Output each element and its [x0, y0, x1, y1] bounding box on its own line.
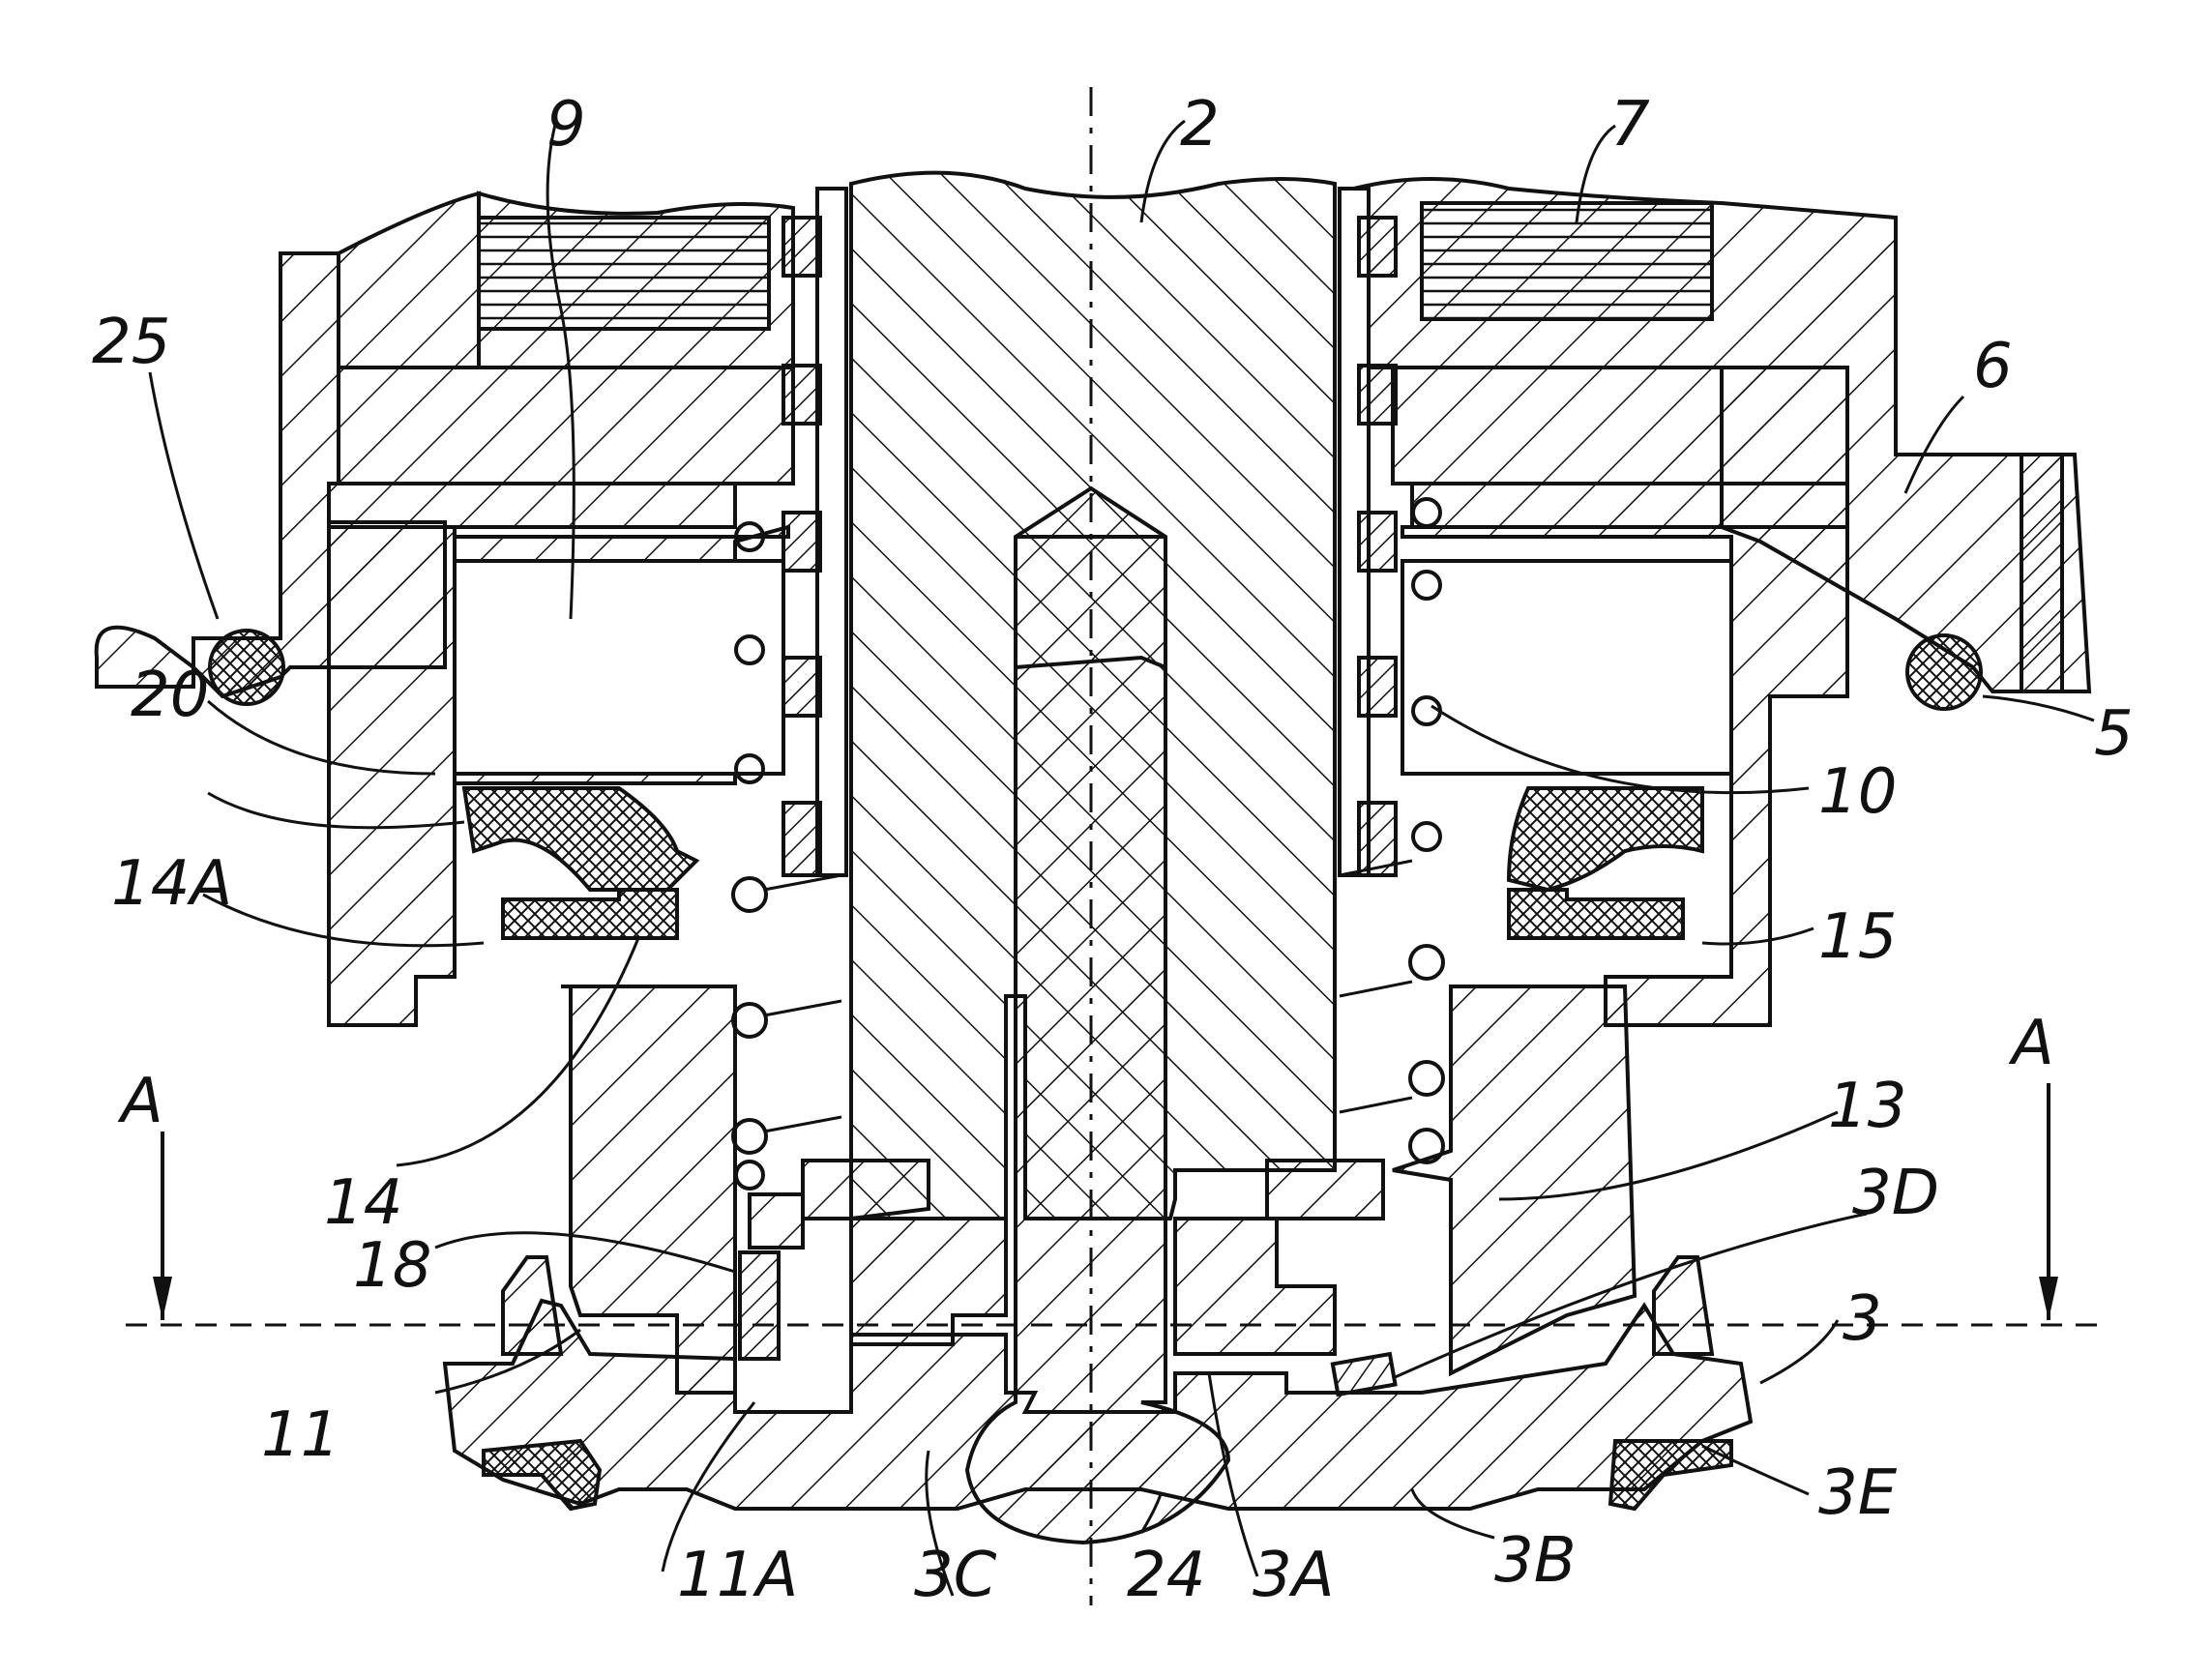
label-18: 18	[353, 1230, 431, 1302]
washer-14-right	[1509, 890, 1683, 938]
label-24: 24	[1127, 1540, 1205, 1611]
seal-20-right	[1509, 788, 1702, 890]
label-14: 14	[324, 1167, 402, 1239]
retainer-13-right	[1267, 1161, 1383, 1219]
label-3C: 3C	[914, 1540, 997, 1611]
label-3E: 3E	[1818, 1457, 1898, 1529]
mid-plate-left	[329, 368, 793, 527]
label-15: 15	[1818, 901, 1897, 973]
cup-left	[329, 527, 788, 1025]
washer-14-left	[503, 890, 677, 938]
section-arrow-left	[153, 1132, 172, 1320]
block-3D	[1333, 1354, 1396, 1395]
mid-plate-right	[1393, 368, 1847, 527]
label-3: 3	[1843, 1283, 1882, 1355]
label-13: 13	[1828, 1071, 1906, 1142]
label-3D: 3D	[1852, 1158, 1939, 1229]
label-2: 2	[1180, 89, 1220, 161]
bushing-18	[740, 1252, 779, 1359]
o-ring-25	[210, 631, 283, 704]
label-14A: 14A	[111, 848, 232, 920]
section-arrow-right	[2039, 1083, 2058, 1320]
seal-3E-left	[484, 1441, 600, 1509]
label-11A: 11A	[677, 1540, 798, 1611]
label-5: 5	[2094, 698, 2134, 770]
label-10: 10	[1818, 756, 1897, 828]
label-A-left: A	[117, 1066, 163, 1137]
cup-right	[1402, 527, 1847, 1025]
label-20: 20	[131, 660, 209, 731]
label-11: 11	[261, 1399, 339, 1471]
label-3A: 3A	[1253, 1540, 1335, 1611]
label-9: 9	[546, 89, 586, 161]
label-7: 7	[1610, 89, 1650, 161]
label-3B: 3B	[1494, 1525, 1577, 1597]
seal-20-left	[464, 788, 696, 890]
label-25: 25	[92, 307, 170, 378]
label-6: 6	[1973, 331, 2013, 402]
label-A-right: A	[2008, 1008, 2054, 1079]
o-ring-5	[1907, 635, 1981, 709]
